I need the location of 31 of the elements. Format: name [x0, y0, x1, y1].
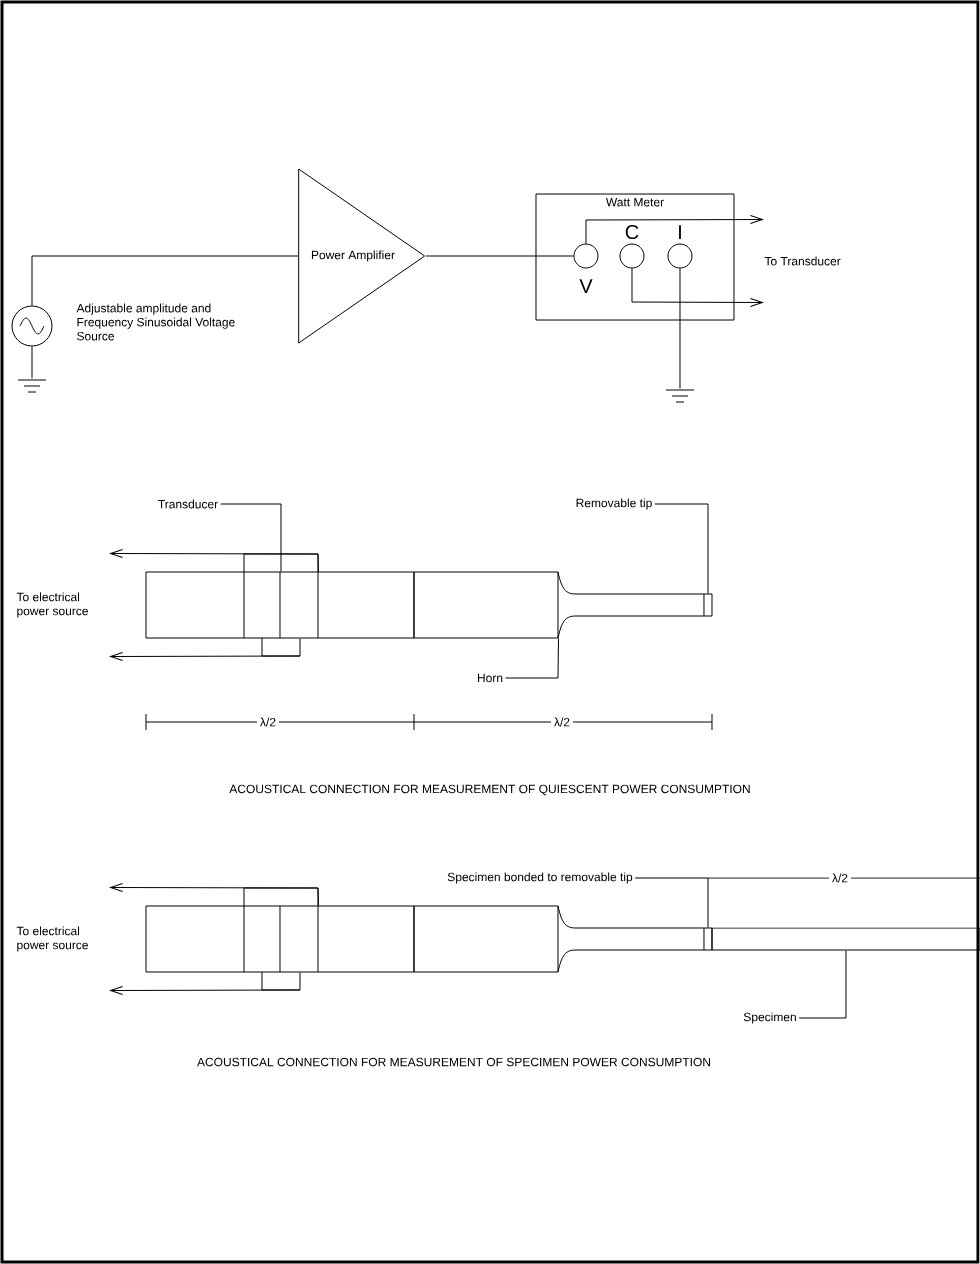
leader-line — [505, 638, 559, 679]
meter-letter: C — [625, 224, 639, 240]
leader-line — [220, 503, 282, 572]
ground-wire — [31, 346, 33, 379]
ground-symbol — [17, 379, 47, 393]
transducer-stack — [243, 553, 319, 657]
leader-line — [634, 877, 709, 928]
meter-coil — [667, 243, 693, 269]
arrow — [110, 972, 301, 995]
arrow — [110, 883, 319, 906]
transducer-stack — [243, 887, 319, 991]
meter-coil — [619, 243, 645, 269]
arrow — [110, 549, 319, 572]
horn-body — [413, 905, 705, 973]
voltage-source-circle — [11, 305, 53, 347]
meter-letter: V — [579, 279, 593, 293]
specimen-bar — [711, 927, 980, 951]
leader-line — [654, 503, 709, 594]
ground-wire — [679, 268, 681, 389]
wire — [31, 255, 299, 306]
removable-tip — [703, 593, 713, 617]
arrow — [585, 215, 763, 244]
leader-line — [798, 950, 847, 1019]
meter-coil — [573, 243, 599, 269]
removable-tip — [703, 927, 713, 951]
arrow — [631, 268, 763, 307]
ground-symbol — [665, 389, 695, 403]
horn-body — [413, 571, 705, 639]
arrow — [110, 638, 301, 661]
meter-letter: I — [679, 225, 681, 239]
wire — [425, 255, 574, 257]
